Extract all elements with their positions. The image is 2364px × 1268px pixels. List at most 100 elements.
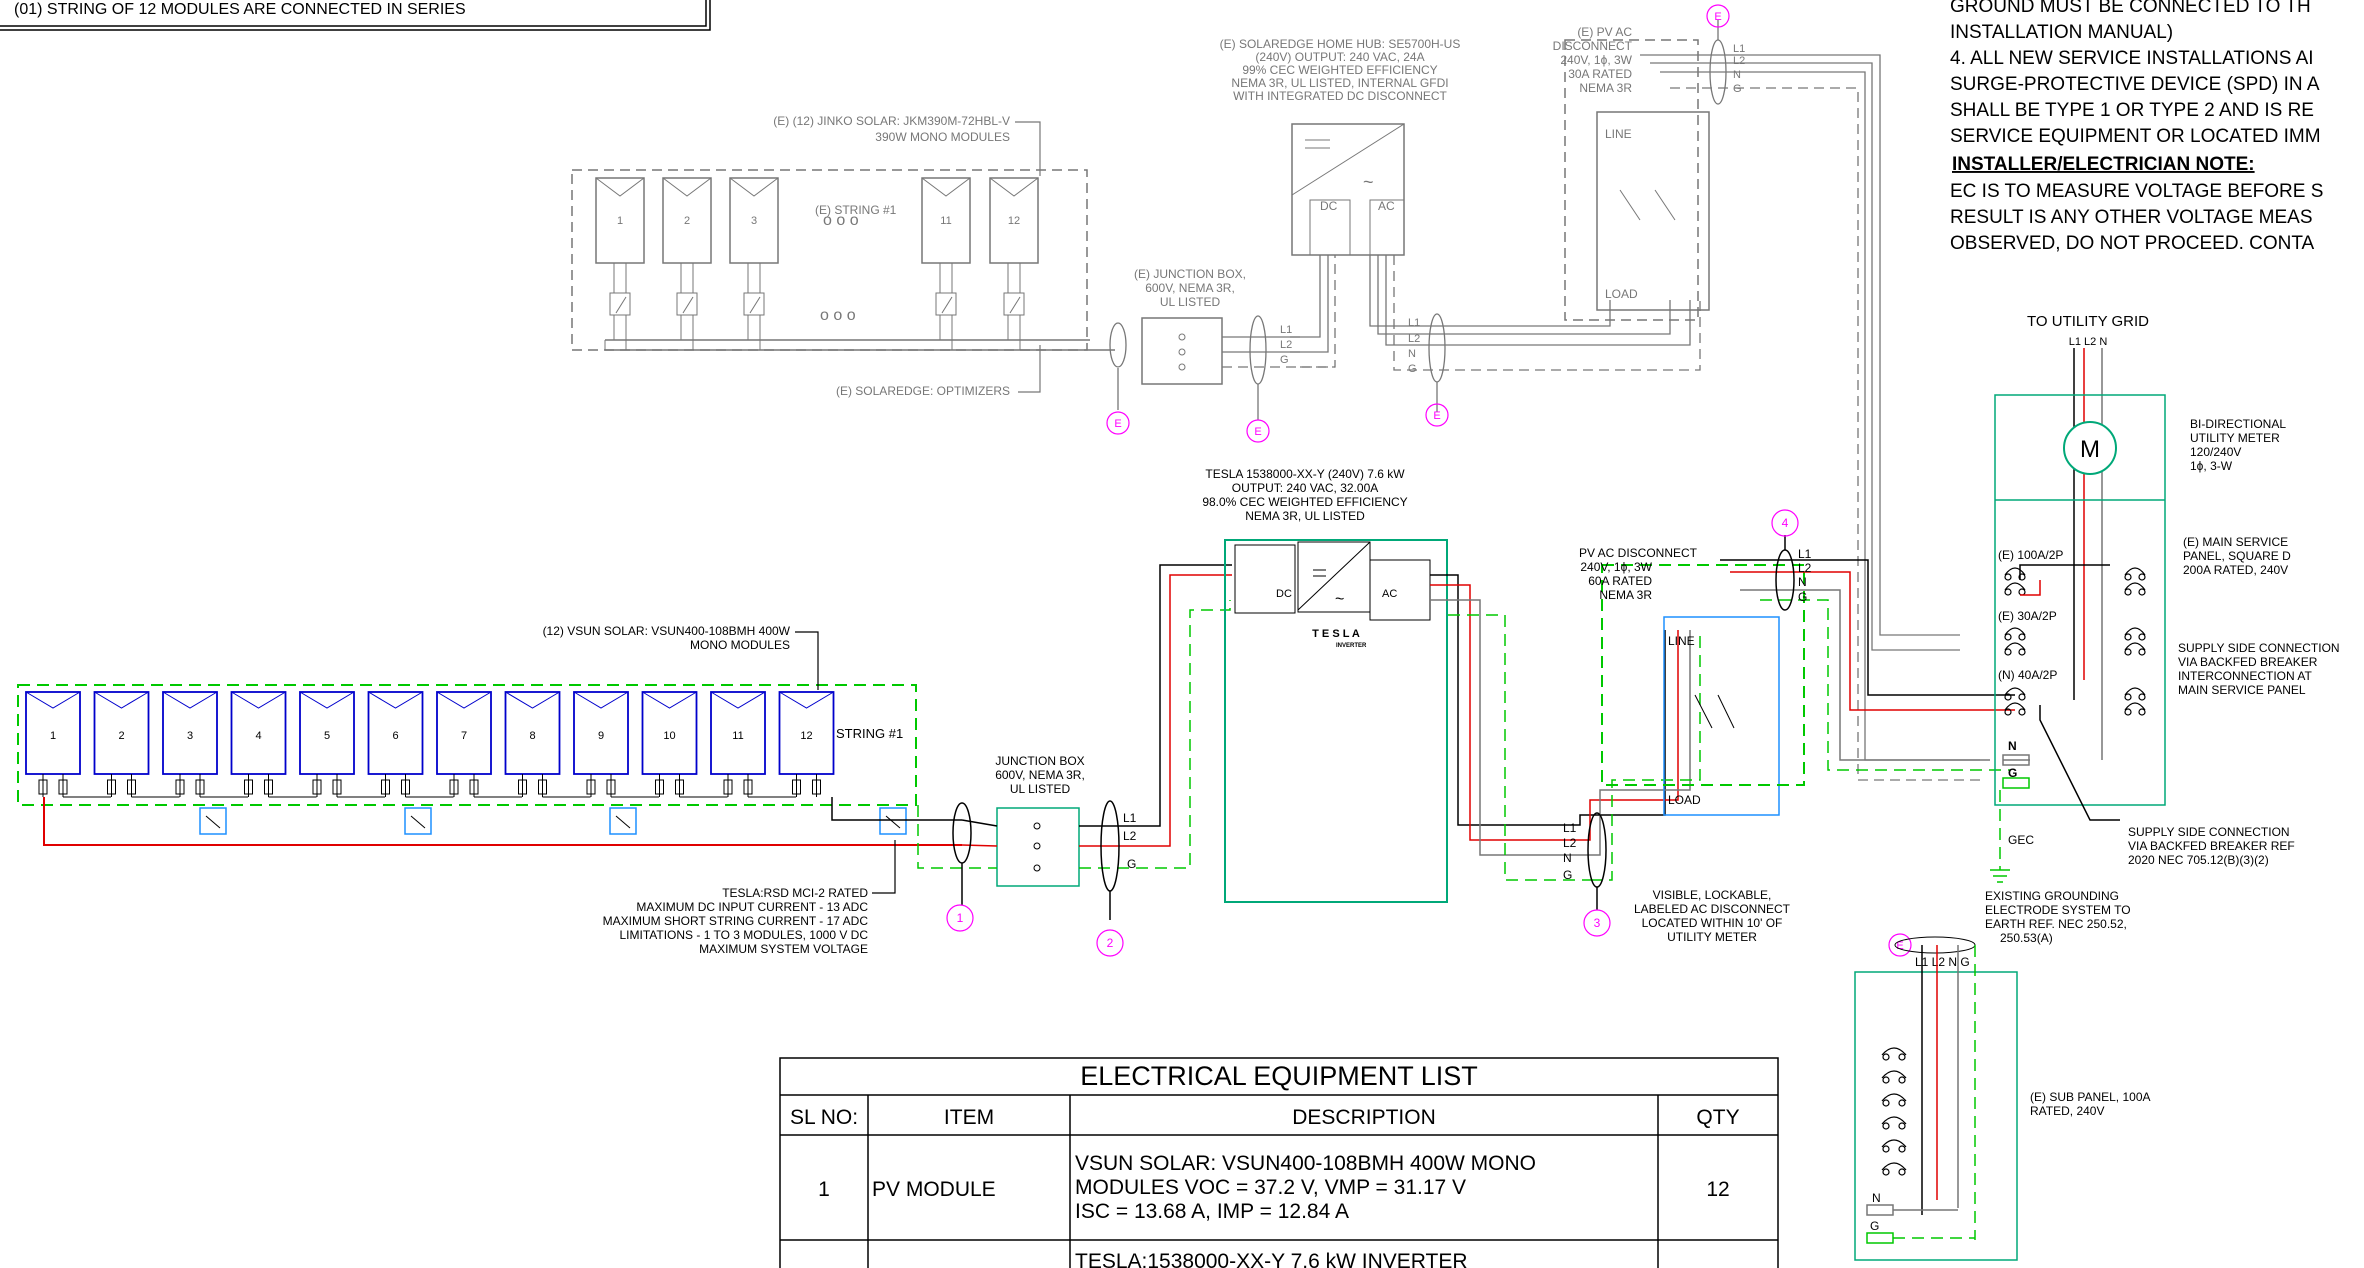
pv-module: 6	[367, 691, 454, 798]
svg-text:N: N	[1733, 69, 1741, 81]
e-module: 2	[662, 177, 712, 350]
svg-text:SUPPLY SIDE CONNECTION: SUPPLY SIDE CONNECTION	[2178, 641, 2340, 655]
svg-text:MAXIMUM SHORT STRING CURRENT -: MAXIMUM SHORT STRING CURRENT - 17 ADC	[603, 914, 869, 928]
pv-module: 7	[436, 691, 522, 798]
svg-text:L1: L1	[1733, 43, 1745, 55]
svg-text:N: N	[1563, 851, 1572, 865]
svg-text:OUTPUT: 240 VAC, 32.00A: OUTPUT: 240 VAC, 32.00A	[1232, 481, 1379, 495]
n-tags	[946, 509, 1799, 957]
svg-text:TESLA:RSD MCI-2 RATED: TESLA:RSD MCI-2 RATED	[722, 886, 868, 900]
svg-text:(E) SUB PANEL, 100A: (E) SUB PANEL, 100A	[2030, 1090, 2151, 1104]
td-sl: 1	[818, 1178, 830, 1201]
svg-text:98.0% CEC WEIGHTED EFFICIENCY: 98.0% CEC WEIGHTED EFFICIENCY	[1202, 495, 1407, 509]
svg-text:DC: DC	[1320, 199, 1338, 213]
svg-text:G: G	[1798, 590, 1807, 604]
svg-text:N: N	[1408, 348, 1416, 360]
note-line-9: OBSERVED, DO NOT PROCEED. CONTA	[1950, 233, 2315, 254]
svg-text:L1: L1	[1798, 547, 1812, 561]
svg-text:LINE: LINE	[1605, 127, 1632, 141]
n-string-label: STRING #1	[836, 726, 903, 741]
header-note-box: (01) STRING OF 12 MODULES ARE CONNECTED …	[0, 0, 711, 31]
svg-text:JUNCTION BOX: JUNCTION BOX	[995, 754, 1084, 768]
note-line-6: SERVICE EQUIPMENT OR LOCATED IMM	[1950, 126, 2321, 147]
svg-text:L1: L1	[1280, 324, 1292, 336]
table-title: ELECTRICAL EQUIPMENT LIST	[1080, 1061, 1478, 1091]
pv-module: 9	[573, 691, 659, 798]
header-note: (01) STRING OF 12 MODULES ARE CONNECTED …	[14, 1, 466, 18]
e-module: 3	[729, 177, 779, 350]
rsd-device	[404, 807, 432, 835]
svg-text:DISCONNECT: DISCONNECT	[1553, 39, 1633, 53]
svg-text:G: G	[2008, 766, 2017, 780]
sub-breaker-icon	[1881, 1047, 1907, 1061]
sub-breaker-icon	[1881, 1139, 1907, 1153]
svg-text:PV AC DISCONNECT: PV AC DISCONNECT	[1579, 546, 1698, 560]
svg-text:MAIN SERVICE PANEL: MAIN SERVICE PANEL	[2178, 683, 2306, 697]
svg-text:VIA BACKFED BREAKER REF: VIA BACKFED BREAKER REF	[2128, 839, 2295, 853]
sub-panel: L1 L2 N G N G (E) SUB PANEL, 100A RATED,…	[1854, 936, 2151, 1261]
svg-text:2020 NEC 705.12(B)(3)(2): 2020 NEC 705.12(B)(3)(2)	[2128, 853, 2269, 867]
svg-text:BI-DIRECTIONAL: BI-DIRECTIONAL	[2190, 417, 2286, 431]
svg-text:250.53(A): 250.53(A)	[2000, 931, 2053, 945]
td-desc-3: ISC = 13.68 A, IMP = 12.84 A	[1075, 1200, 1349, 1223]
svg-text:LOCATED WITHIN 10' OF: LOCATED WITHIN 10' OF	[1642, 916, 1783, 930]
svg-text:(E) MAIN SERVICE: (E) MAIN SERVICE	[2183, 535, 2288, 549]
pv-module-number: 7	[461, 730, 467, 742]
svg-text:(E) PV AC: (E) PV AC	[1577, 25, 1632, 39]
svg-text:240V, 1ϕ, 3W: 240V, 1ϕ, 3W	[1580, 560, 1652, 574]
svg-text:E: E	[1714, 11, 1721, 23]
svg-text:G: G	[1280, 354, 1289, 366]
rsd-label: TESLA:RSD MCI-2 RATED MAXIMUM DC INPUT C…	[603, 886, 869, 956]
meter-symbol: M	[2080, 436, 2100, 463]
svg-text:(E) SOLAREDGE HOME HUB: SE5700: (E) SOLAREDGE HOME HUB: SE5700H-US	[1220, 37, 1461, 51]
e-module: 1	[595, 177, 645, 350]
svg-text:o o o: o o o	[820, 307, 856, 324]
breaker-icon	[2004, 567, 2026, 596]
pv-module: 12	[778, 691, 835, 797]
sub-breaker-icon	[1881, 1093, 1907, 1107]
sub-breaker-icon	[1881, 1070, 1907, 1084]
e-optimizers-label: (E) SOLAREDGE: OPTIMIZERS	[836, 384, 1010, 398]
svg-text:3: 3	[1594, 916, 1601, 930]
e-modules-label-2: 390W MONO MODULES	[875, 130, 1010, 144]
svg-text:G: G	[1408, 363, 1417, 375]
rsd-device	[199, 807, 227, 835]
pv-module-number: 10	[663, 730, 675, 742]
svg-text:E: E	[1433, 410, 1440, 422]
svg-text:L1 L2 N G: L1 L2 N G	[1915, 955, 1970, 969]
svg-text:L2: L2	[1733, 55, 1745, 67]
svg-text:LIMITATIONS - 1 TO 3 MODULES,: LIMITATIONS - 1 TO 3 MODULES, 1000 V DC	[619, 928, 868, 942]
equipment-table	[779, 1057, 1779, 1268]
svg-text:L2: L2	[1123, 829, 1137, 843]
pv-module: 1	[25, 691, 111, 798]
svg-text:1: 1	[957, 911, 964, 925]
td-desc-2: MODULES VOC = 37.2 V, VMP = 31.17 V	[1075, 1176, 1466, 1199]
svg-text:VIA BACKFED BREAKER: VIA BACKFED BREAKER	[2178, 655, 2318, 669]
svg-text:N: N	[1798, 575, 1807, 589]
pv-module-number: 2	[118, 730, 124, 742]
tesla-inverter: ~ DC AC T E S L A INVERTER TESLA 1538000…	[1202, 467, 1448, 903]
svg-text:G: G	[1127, 857, 1136, 871]
svg-text:N: N	[2008, 739, 2017, 753]
pv-module-number: 8	[529, 730, 535, 742]
svg-text:240V, 1ϕ, 3W: 240V, 1ϕ, 3W	[1560, 53, 1632, 67]
svg-text:G: G	[1733, 83, 1742, 95]
svg-text:1ϕ, 3-W: 1ϕ, 3-W	[2190, 459, 2233, 473]
rsd-device	[609, 807, 637, 835]
svg-text:EXISTING GROUNDING: EXISTING GROUNDING	[1985, 889, 2119, 903]
breaker-icon	[2004, 627, 2026, 656]
svg-text:L2: L2	[1280, 339, 1292, 351]
td-desc-1: VSUN SOLAR: VSUN400-108BMH 400W MONO	[1075, 1152, 1536, 1175]
general-notes: GROUND MUST BE CONNECTED TO TH INSTALLAT…	[1950, 0, 2323, 254]
pv-module: 3	[162, 691, 248, 798]
svg-text:UL LISTED: UL LISTED	[1010, 782, 1071, 796]
svg-text:2: 2	[1107, 936, 1114, 950]
svg-text:MAXIMUM SYSTEM VOLTAGE: MAXIMUM SYSTEM VOLTAGE	[699, 942, 868, 956]
n-pv-ac-disconnect: LINE LOAD PV AC DISCONNECT 240V, 1ϕ, 3W …	[1579, 546, 1805, 944]
svg-text:RATED, 240V: RATED, 240V	[2030, 1104, 2104, 1118]
svg-text:120/240V: 120/240V	[2190, 445, 2241, 459]
pv-module-number: 1	[50, 730, 56, 742]
